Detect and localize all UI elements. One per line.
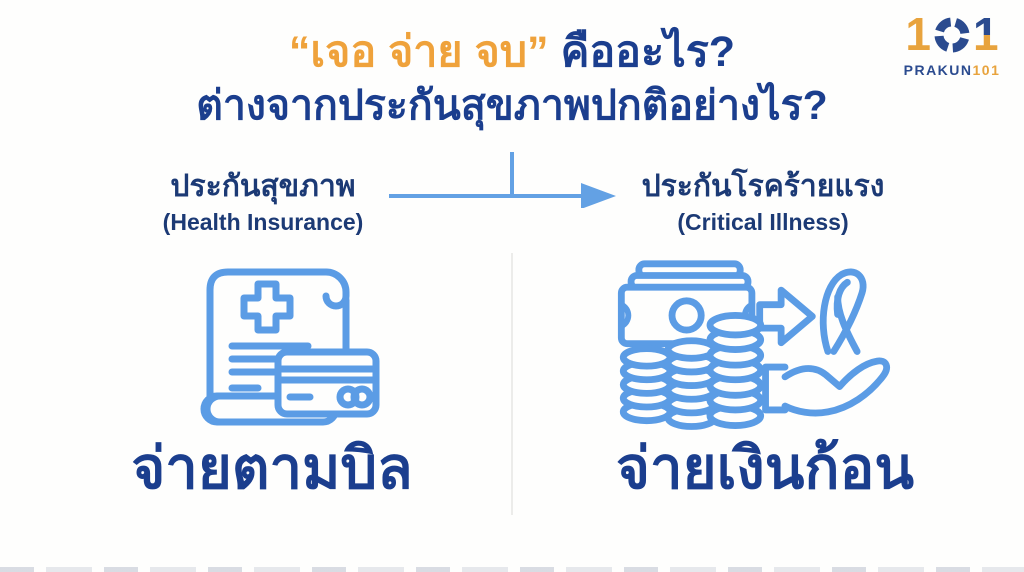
arrow-right-icon <box>389 152 616 208</box>
logo-brand-name: PRAKUN <box>903 62 973 78</box>
health-insurance-title-th: ประกันสุขภาพ <box>170 170 356 203</box>
title-quoted-phrase: “เจอ จ่าย จบ” <box>288 28 549 76</box>
logo-digit-1-right: 1 <box>973 8 999 60</box>
title-line-1: “เจอ จ่าย จบ”คืออะไร? <box>0 26 1024 78</box>
logo-digit-1-left: 1 <box>905 8 931 60</box>
center-divider <box>511 253 513 515</box>
title-line-2: ต่างจากประกันสุขภาพปกติอย่างไร? <box>196 82 828 129</box>
health-insurance-heading: ประกันสุขภาพ (Health Insurance) <box>113 168 413 236</box>
logo-101-mark: 1 1 <box>894 8 1010 60</box>
health-insurance-title-en: (Health Insurance) <box>162 208 364 235</box>
medical-bill-credit-card-icon <box>200 268 380 426</box>
critical-illness-heading: ประกันโรคร้ายแรง (Critical Illness) <box>603 168 923 236</box>
prakun101-logo: 1 1 PRAKUN101 <box>894 8 1010 78</box>
logo-brand-number: 101 <box>972 62 1001 78</box>
lump-sum-caption: จ่ายเงินก้อน <box>616 436 914 501</box>
logo-segmented-ring-icon <box>934 17 970 53</box>
pay-per-bill-caption: จ่ายตามบิล <box>131 436 413 501</box>
critical-illness-title-th: ประกันโรคร้ายแรง <box>641 170 885 203</box>
title-question: คืออะไร? <box>560 28 736 76</box>
page-title: “เจอ จ่าย จบ”คืออะไร? ต่างจากประกันสุขภา… <box>0 26 1024 130</box>
critical-illness-title-en: (Critical Illness) <box>677 208 849 235</box>
money-coins-ribbon-hand-icon <box>617 260 890 430</box>
logo-wordmark: PRAKUN101 <box>894 62 1010 78</box>
bottom-edge-strip <box>0 567 1024 572</box>
